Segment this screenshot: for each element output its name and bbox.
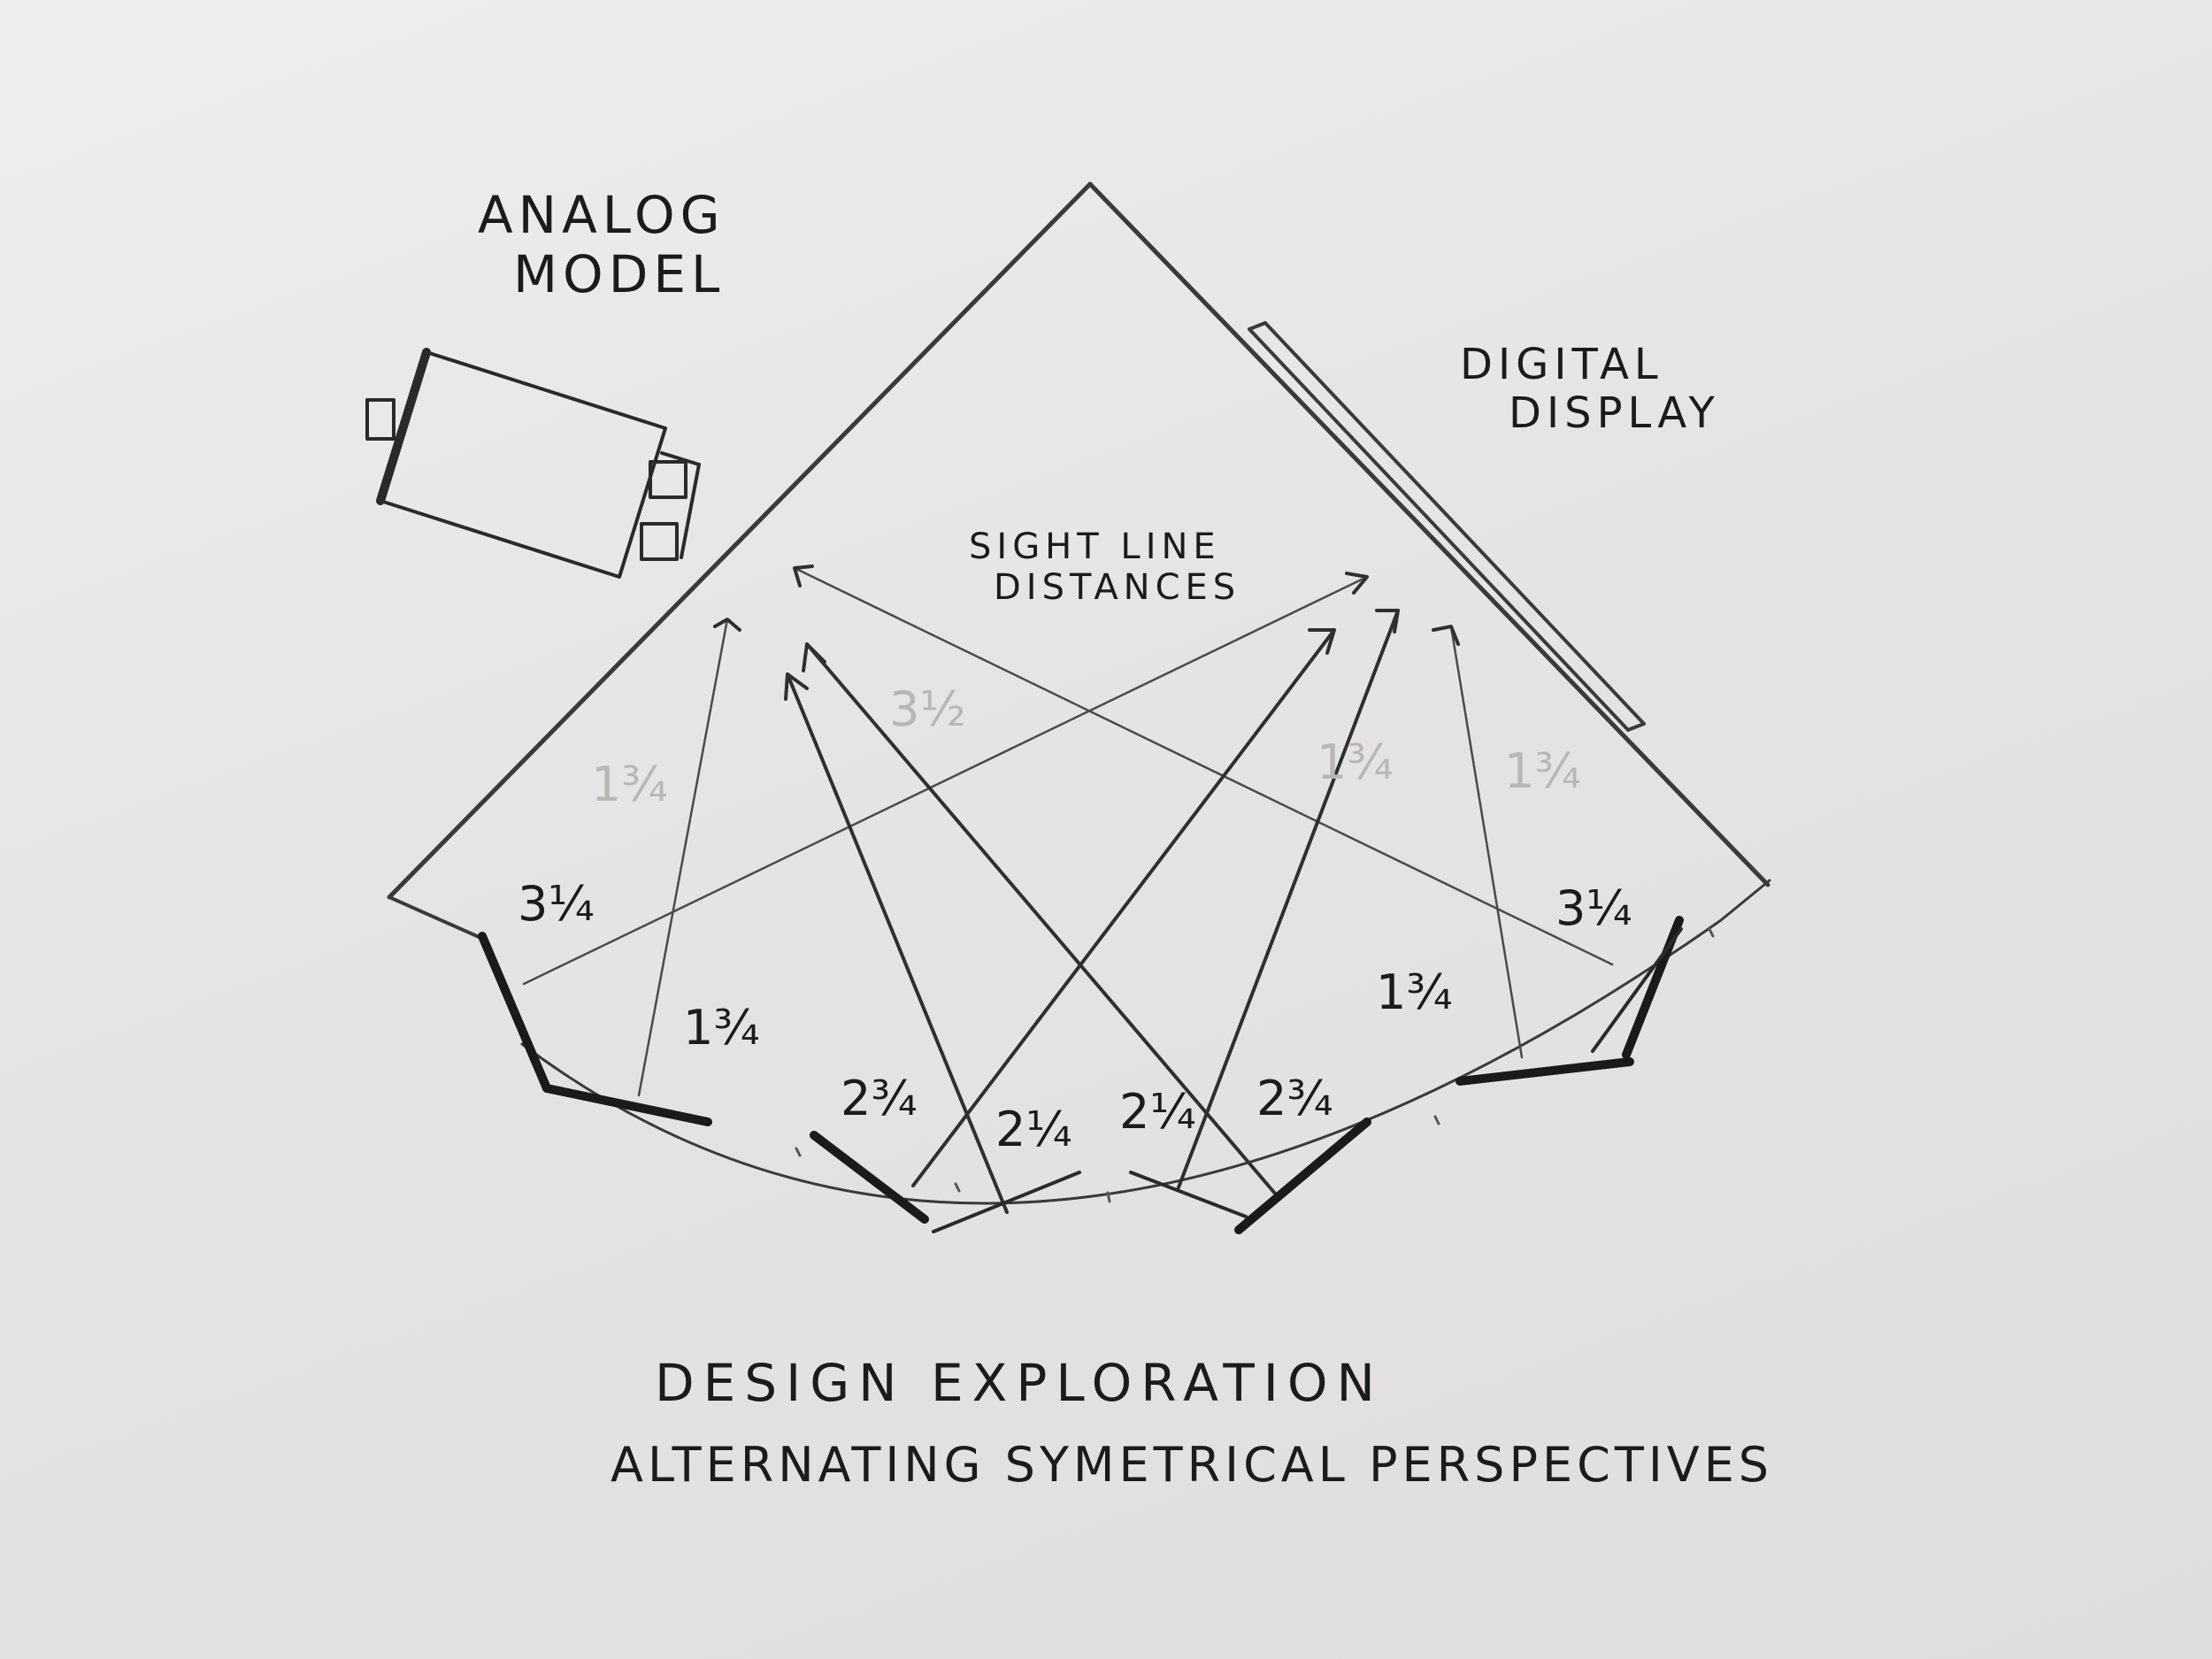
digital-display-label: DIGITAL DISPLAY <box>1460 340 1720 439</box>
caption-subtitle: ALTERNATING SYMETRICAL PERSPECTIVES <box>611 1437 1774 1493</box>
sight-arrows <box>786 609 1400 1214</box>
distance-faint-center: 3½ <box>889 681 966 737</box>
digital-display-label-line1: DIGITAL <box>1460 340 1663 389</box>
arc-ticks <box>795 927 1715 1203</box>
analog-model-label-line1: ANALOG <box>478 185 726 245</box>
distance-right-outer: 3¼ <box>1555 880 1632 936</box>
sight-line-distances-label: SIGHT LINE DISTANCES <box>969 526 1240 608</box>
distance-left-inner: 1¾ <box>683 1000 760 1056</box>
distance-faint-upper-right-a: 1¾ <box>1317 734 1394 790</box>
distance-faint-upper-right-b: 1¾ <box>1504 743 1581 799</box>
distance-center-left-inner: 2¼ <box>995 1102 1072 1157</box>
sight-lines <box>522 566 1614 1097</box>
room-outline <box>387 181 1771 1205</box>
digital-display-label-line2: DISPLAY <box>1509 388 1720 439</box>
distance-faint-upper-left: 1¾ <box>591 757 668 812</box>
caption-title: DESIGN EXPLORATION <box>655 1353 1384 1413</box>
arrowheads <box>713 565 1460 701</box>
distance-right-inner: 1¾ <box>1376 964 1453 1020</box>
analog-model-box <box>365 348 701 579</box>
sight-line-distances-line1: SIGHT LINE <box>969 526 1221 567</box>
analog-model-label-line2: MODEL <box>513 243 726 304</box>
distance-center-left-outer: 2¾ <box>841 1071 918 1126</box>
distance-center-right-outer: 2¾ <box>1256 1071 1333 1126</box>
mirror-hinges <box>932 927 1683 1233</box>
digital-display-panel <box>1248 321 1646 732</box>
sight-line-distances-line2: DISTANCES <box>994 567 1241 608</box>
analog-model-label: ANALOG MODEL <box>478 186 726 303</box>
distance-center-right-inner: 2¼ <box>1119 1084 1196 1140</box>
distance-left-outer: 3¼ <box>518 876 595 932</box>
